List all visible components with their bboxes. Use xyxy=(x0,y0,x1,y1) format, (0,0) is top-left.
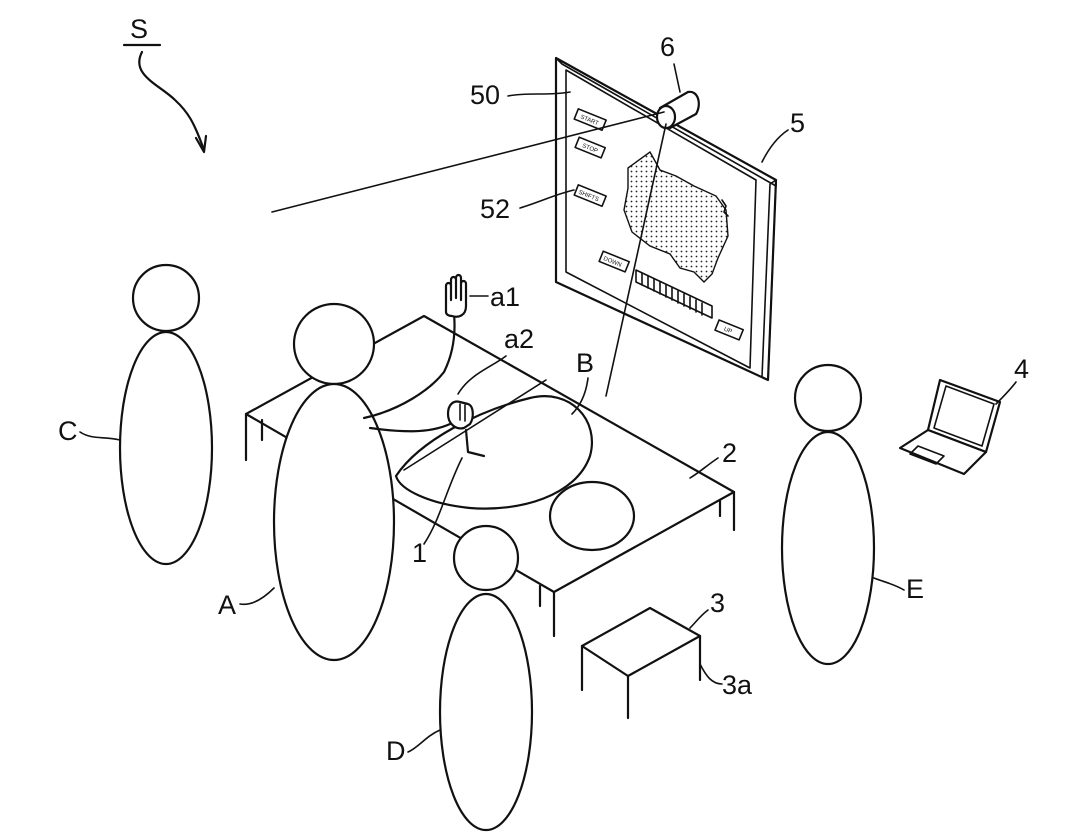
laptop-4 xyxy=(900,380,1000,474)
leader-laptop-4 xyxy=(996,382,1016,404)
box-top xyxy=(582,608,700,676)
camera-6-leader xyxy=(674,64,680,92)
label-person-c: C xyxy=(58,416,78,446)
label-button-52: 52 xyxy=(480,194,510,224)
system-label-arrow xyxy=(139,52,204,150)
leader-display-5 xyxy=(762,130,788,162)
leader-box-3 xyxy=(690,610,708,628)
label-box-3a: 3a xyxy=(722,670,753,700)
label-hand-a2: a2 xyxy=(504,324,534,354)
leader-person-e xyxy=(874,578,904,590)
leader-person-c xyxy=(80,432,120,440)
person-c xyxy=(120,265,212,564)
leader-person-d xyxy=(408,730,440,752)
label-box-3: 3 xyxy=(710,588,725,618)
hand-a2 xyxy=(448,402,473,429)
label-laptop-4: 4 xyxy=(1014,354,1029,384)
label-hand-a1: a1 xyxy=(490,282,520,312)
label-person-a: A xyxy=(218,590,236,620)
leader-person-a xyxy=(240,588,274,604)
label-screen-50: 50 xyxy=(470,80,500,110)
hand-a1 xyxy=(446,275,466,317)
label-display-5: 5 xyxy=(790,108,805,138)
system-label-group: S xyxy=(124,14,206,152)
box-3 xyxy=(582,608,700,718)
label-person-d: D xyxy=(386,736,406,766)
system-label: S xyxy=(130,14,148,44)
label-region-b: B xyxy=(576,348,594,378)
camera-6 xyxy=(657,64,699,128)
leader-box-3a xyxy=(700,664,722,684)
label-person-e: E xyxy=(906,574,924,604)
label-camera-6: 6 xyxy=(660,32,675,62)
label-table-2: 2 xyxy=(722,438,737,468)
person-e xyxy=(782,365,874,664)
